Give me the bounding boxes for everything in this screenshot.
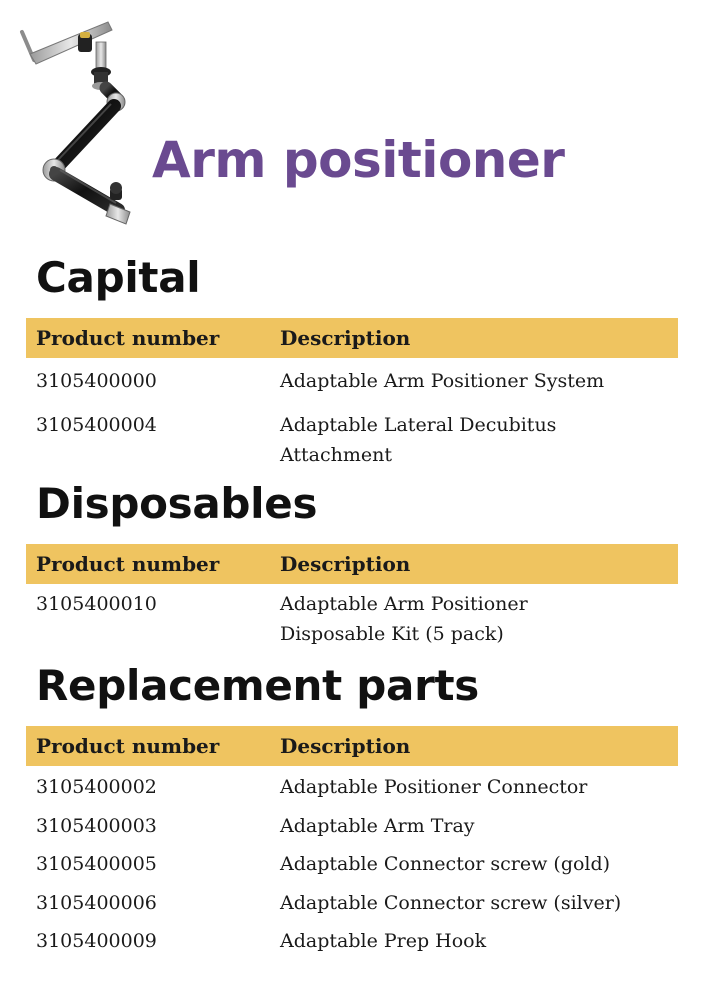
product-description: Adaptable Connector screw (silver) <box>280 892 622 914</box>
product-number: 3105400010 <box>36 593 157 615</box>
product-description: Adaptable Positioner Connector <box>280 776 588 798</box>
section-heading: Disposables <box>36 479 318 528</box>
product-description: Adaptable Prep Hook <box>280 930 487 952</box>
product-number: 3105400009 <box>36 930 157 952</box>
column-header-description: Description <box>280 326 411 350</box>
product-number: 3105400003 <box>36 815 157 837</box>
page-title: Arm positioner <box>152 131 565 189</box>
table-header: Product number Description <box>26 544 678 584</box>
hero: Arm positioner <box>0 0 704 240</box>
product-description-line-1: Adaptable Lateral Decubitus <box>280 414 557 436</box>
column-header-description: Description <box>280 552 411 576</box>
product-number: 3105400002 <box>36 776 157 798</box>
table-header: Product number Description <box>26 318 678 358</box>
section-heading: Replacement parts <box>36 661 479 710</box>
product-description-line-2: Attachment <box>280 444 392 466</box>
column-header-product-number: Product number <box>36 326 220 350</box>
column-header-description: Description <box>280 734 411 758</box>
product-description: Adaptable Connector screw (gold) <box>280 853 611 875</box>
product-description-line-1: Adaptable Arm Positioner <box>280 593 528 615</box>
product-number: 3105400000 <box>36 370 157 392</box>
product-number: 3105400006 <box>36 892 157 914</box>
table-header: Product number Description <box>26 726 678 766</box>
section-heading: Capital <box>36 253 201 302</box>
product-number: 3105400004 <box>36 414 157 436</box>
arm-positioner-device-icon <box>20 21 131 225</box>
product-number: 3105400005 <box>36 853 157 875</box>
column-header-product-number: Product number <box>36 552 220 576</box>
column-header-product-number: Product number <box>36 734 220 758</box>
product-description: Adaptable Arm Tray <box>280 815 475 837</box>
product-description-line-2: Disposable Kit (5 pack) <box>280 623 504 645</box>
product-description: Adaptable Arm Positioner System <box>280 370 605 392</box>
